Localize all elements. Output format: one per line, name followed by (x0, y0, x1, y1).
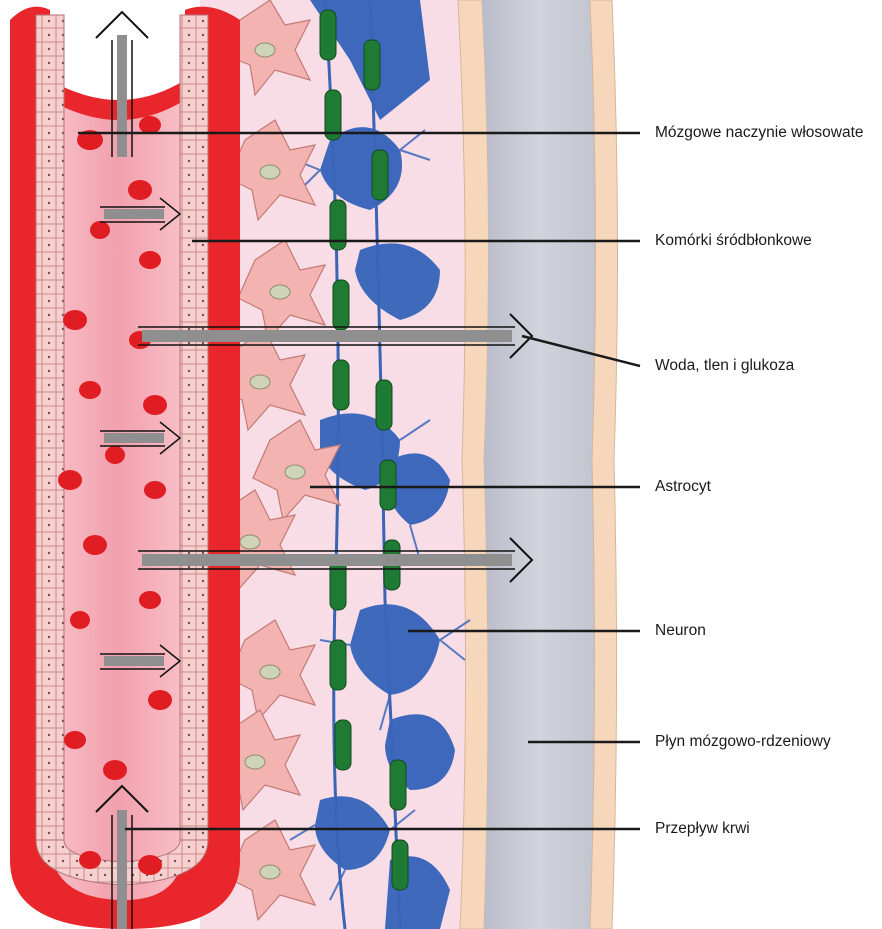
label-endothelial-cells: Komórki śródbłonkowe (655, 232, 812, 250)
endothelial-wall-left (36, 15, 64, 840)
label-transport: Woda, tlen i glukoza (655, 357, 794, 375)
label-blood-flow: Przepływ krwi (655, 820, 750, 838)
label-csf: Płyn mózgowo-rdzeniowy (655, 733, 831, 751)
label-capillary: Mózgowe naczynie włosowate (655, 124, 864, 142)
csf-space (482, 0, 596, 929)
label-astrocyte: Astrocyt (655, 478, 711, 496)
label-neuron: Neuron (655, 622, 706, 640)
endothelial-wall-right (180, 15, 208, 840)
meningeal-membrane-right (590, 0, 618, 929)
